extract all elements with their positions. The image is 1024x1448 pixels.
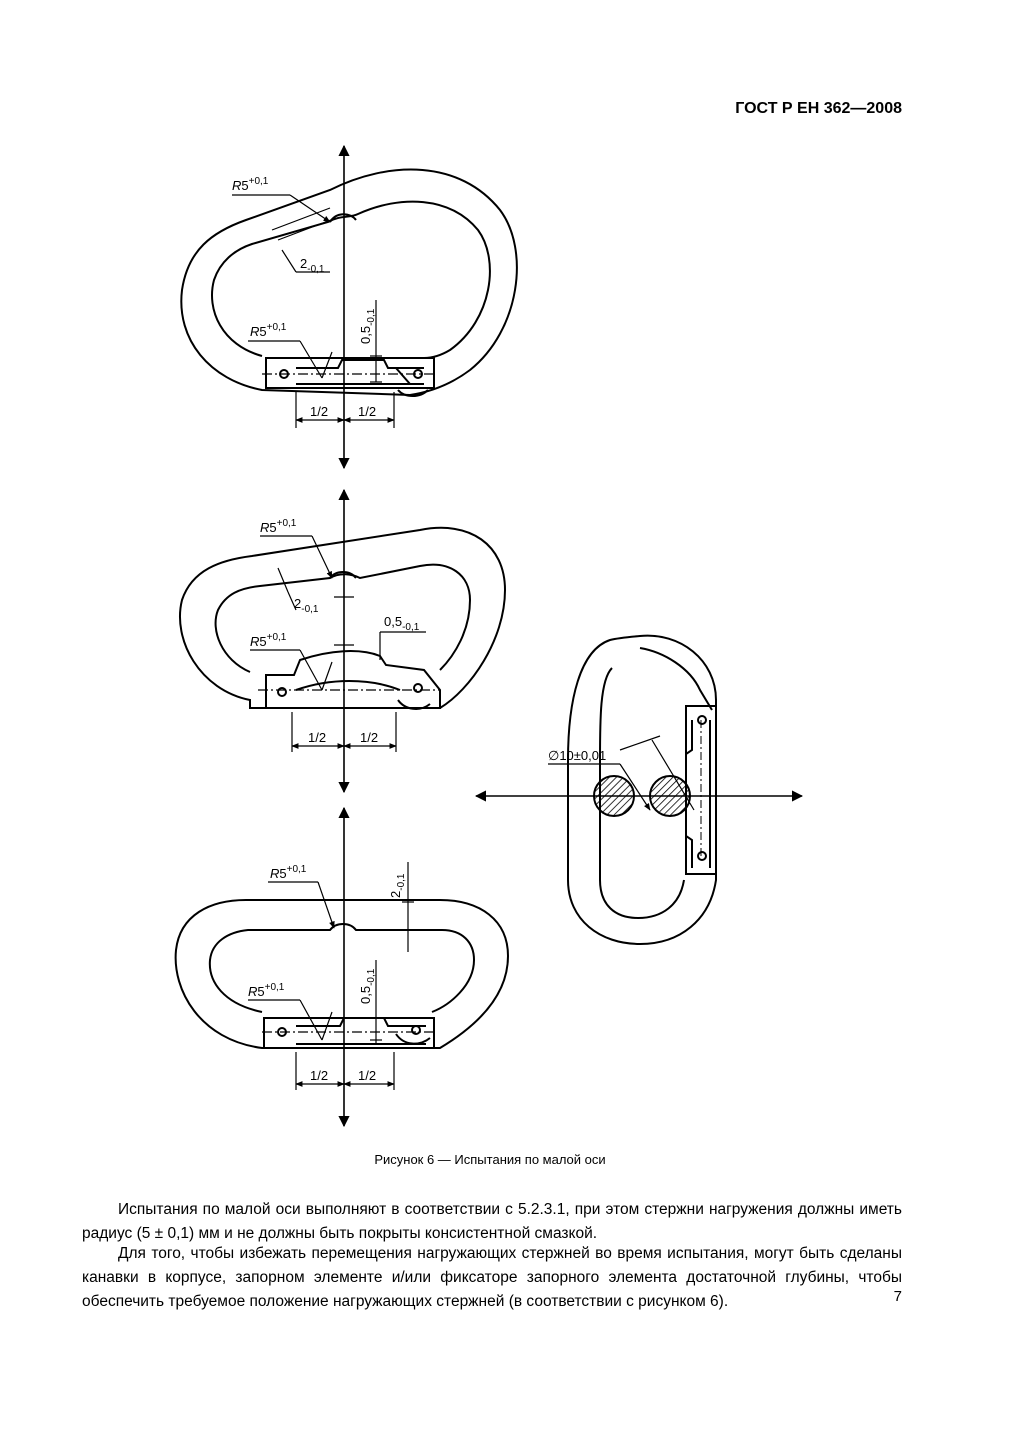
carabiner-view-3 (174, 899, 510, 1049)
svg-text:1/2: 1/2 (308, 730, 326, 745)
svg-text:R5+0,1: R5+0,1 (250, 322, 287, 339)
svg-text:1/2: 1/2 (310, 1068, 328, 1083)
labels-view-3: R5+0,1 2-0,1 R5+0,1 0,5-0,1 1/2 1/2 (248, 864, 407, 1083)
carabiner-view-side (567, 634, 717, 946)
svg-text:R5+0,1: R5+0,1 (250, 632, 287, 649)
page-number: 7 (893, 1288, 902, 1305)
svg-text:0,5-0,1: 0,5-0,1 (358, 308, 377, 344)
figure-caption: Рисунок 6 — Испытания по малой оси (374, 1152, 606, 1167)
svg-text:2-0,1: 2-0,1 (300, 256, 325, 275)
svg-text:R5+0,1: R5+0,1 (232, 176, 269, 193)
carabiner-view-1 (180, 168, 518, 397)
svg-text:1/2: 1/2 (358, 1068, 376, 1083)
body-paragraph-1: Испытания по малой оси выполняют в соотв… (82, 1201, 902, 1242)
document-standard-header: ГОСТ Р ЕН 362—2008 (735, 100, 902, 117)
labels-view-side: ∅10±0,01 (548, 748, 606, 763)
svg-text:R5+0,1: R5+0,1 (248, 982, 285, 999)
dimensions-view-1 (232, 144, 436, 470)
carabiner-view-2 (179, 526, 507, 710)
svg-text:1/2: 1/2 (310, 404, 328, 419)
svg-text:∅10±0,01: ∅10±0,01 (548, 748, 606, 763)
svg-text:2-0,1: 2-0,1 (388, 873, 407, 898)
dimensions-view-side (474, 735, 804, 811)
svg-text:0,5-0,1: 0,5-0,1 (384, 614, 420, 633)
svg-text:0,5-0,1: 0,5-0,1 (358, 968, 377, 1004)
dimensions-view-2 (250, 488, 440, 794)
dimensions-view-3 (248, 806, 436, 1128)
svg-text:2-0,1: 2-0,1 (294, 596, 319, 615)
svg-text:R5+0,1: R5+0,1 (270, 864, 307, 881)
labels-view-1: R5+0,1 2-0,1 R5+0,1 0,5-0,1 1/2 1/2 (232, 176, 377, 419)
svg-text:1/2: 1/2 (358, 404, 376, 419)
figure-6-drawing: R5+0,1 2-0,1 R5+0,1 0,5-0,1 1/2 1/2 (174, 144, 804, 1128)
svg-text:R5+0,1: R5+0,1 (260, 518, 297, 535)
body-paragraph-2: Для того, чтобы избежать перемещения наг… (82, 1245, 902, 1310)
labels-view-2: R5+0,1 2-0,1 R5+0,1 0,5-0,1 1/2 1/2 (250, 518, 420, 745)
svg-text:1/2: 1/2 (360, 730, 378, 745)
